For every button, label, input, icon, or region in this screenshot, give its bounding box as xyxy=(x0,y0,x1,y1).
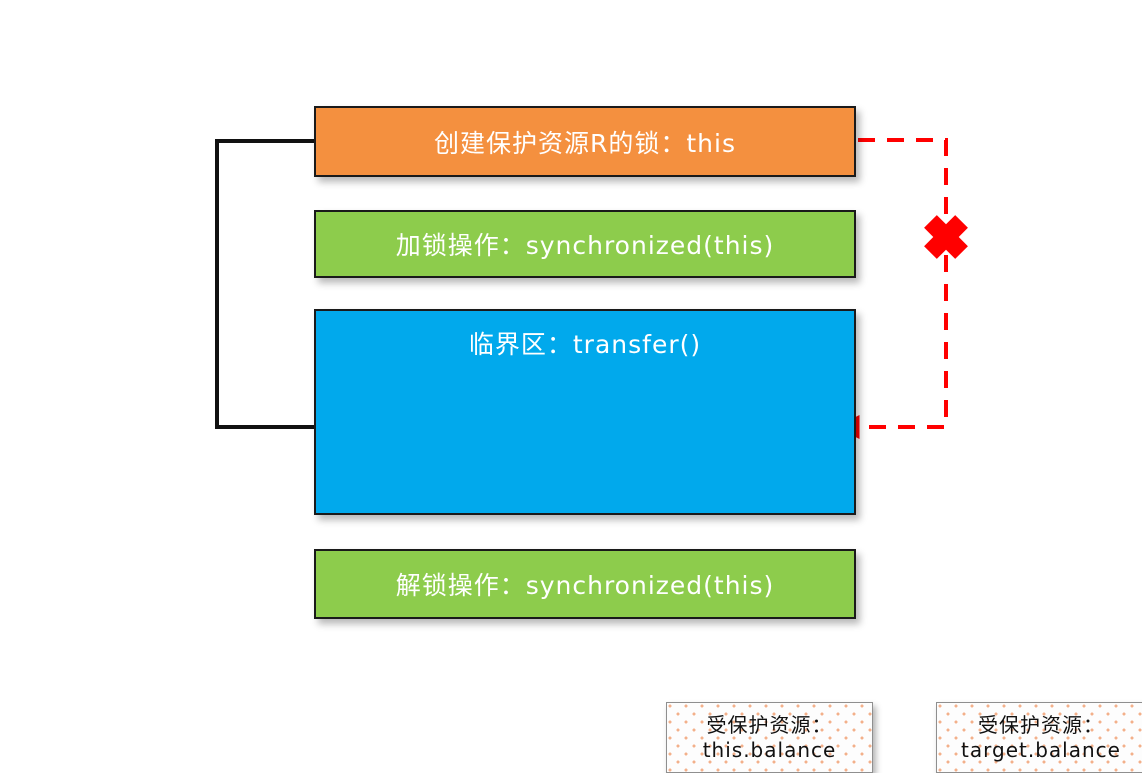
resource-card-target-balance[interactable]: 受保护资源： target.balance xyxy=(936,702,1142,773)
box-unlock-operation[interactable]: 解锁操作：synchronized(this) xyxy=(314,549,856,619)
resource-card-this-balance-title: 受保护资源： xyxy=(706,712,833,737)
diagram-canvas: 创建保护资源R的锁：this 加锁操作：synchronized(this) 临… xyxy=(215,106,1142,773)
box-critical-section-label: 临界区：transfer() xyxy=(468,330,702,359)
box-lock-operation-label: 加锁操作：synchronized(this) xyxy=(395,231,775,260)
red-cross-icon xyxy=(924,215,968,259)
box-create-lock[interactable]: 创建保护资源R的锁：this xyxy=(314,106,856,177)
box-lock-operation[interactable]: 加锁操作：synchronized(this) xyxy=(314,210,856,278)
box-unlock-operation-label: 解锁操作：synchronized(this) xyxy=(395,571,775,600)
box-create-lock-label: 创建保护资源R的锁：this xyxy=(434,128,736,158)
resource-card-this-balance-name: this.balance xyxy=(702,737,837,762)
resource-card-target-balance-name: target.balance xyxy=(961,737,1121,762)
resource-card-this-balance[interactable]: 受保护资源： this.balance xyxy=(666,702,873,773)
resource-card-target-balance-title: 受保护资源： xyxy=(978,712,1104,737)
box-critical-section[interactable]: 临界区：transfer() 受保护资源： this.balance 受保护资源… xyxy=(314,309,1142,773)
